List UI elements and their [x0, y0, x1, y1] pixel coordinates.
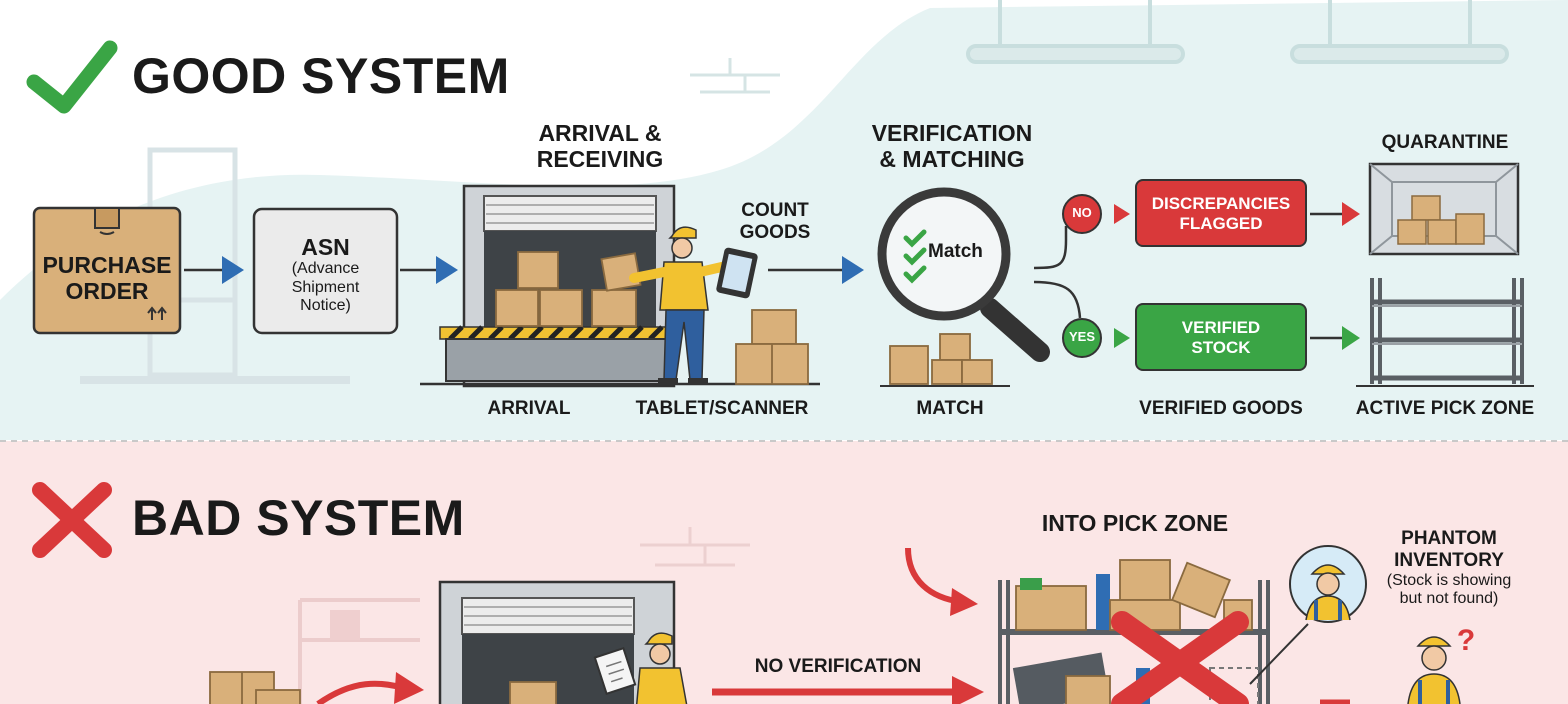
count-goods-label: COUNT GOODS [739, 200, 811, 243]
branch-yes-line [1033, 280, 1082, 319]
tablet-scanner-icon [716, 247, 758, 299]
caption-arrival: ARRIVAL [487, 398, 571, 419]
flow-arrowhead-count-verify [842, 256, 864, 284]
phantom-inventory-label: PHANTOM INVENTORY (Stock is showing but … [1386, 528, 1512, 608]
purchase-order-box [32, 206, 182, 335]
brick-decor [640, 58, 780, 567]
flow-arrowhead-pick-zone [1342, 326, 1360, 350]
pointer-line [1249, 623, 1309, 685]
flow-arrowhead-po-asn [222, 256, 244, 284]
yes-arrowhead [1114, 328, 1130, 348]
bad-incoming-boxes [209, 671, 301, 704]
bad-system-title: BAD SYSTEM [132, 490, 465, 546]
magnifier-icon [877, 187, 1050, 362]
worker-with-clipboard [593, 632, 688, 704]
purchase-order-label: PURCHASE ORDER [42, 252, 172, 305]
quarantine-cage [1368, 162, 1520, 256]
yes-badge [1062, 318, 1102, 358]
ceiling-lights [966, 0, 1509, 64]
phantom-worker-avatar [1289, 545, 1367, 623]
discrepancies-flagged-box [1135, 179, 1307, 247]
pick-zone-shelving [1356, 278, 1534, 387]
worker-with-tablet [629, 226, 731, 385]
checklist-icon [903, 229, 927, 284]
flow-arrowhead-asn-dock [436, 256, 458, 284]
caption-verified-goods: VERIFIED GOODS [1139, 398, 1303, 419]
flow-arrowhead-quarantine [1342, 202, 1360, 226]
faint-bad-shelf [298, 598, 420, 704]
x-mark-icon [32, 482, 112, 558]
verification-heading: VERIFICATION & MATCHING [871, 120, 1033, 173]
caption-active-pick-zone: ACTIVE PICK ZONE [1355, 398, 1535, 419]
no-verification-arrowhead [952, 676, 984, 704]
caption-match: MATCH [916, 398, 984, 419]
counted-boxes [735, 309, 809, 385]
no-verification-label: NO VERIFICATION [754, 656, 922, 677]
discrepancies-flagged-label: DISCREPANCIES FLAGGED [1151, 194, 1291, 233]
match-text: Match [928, 241, 983, 262]
verified-stock-box [1135, 303, 1307, 371]
quarantine-heading: QUARANTINE [1381, 132, 1509, 153]
confused-worker [1407, 636, 1461, 704]
checkmark-icon [26, 40, 118, 114]
branch-no-line [1033, 226, 1068, 270]
no-badge [1062, 194, 1102, 234]
bad-curved-arrowhead-2 [950, 588, 978, 616]
big-red-x-icon [1111, 611, 1249, 704]
yes-badge-label: YES [1068, 329, 1095, 344]
asn-card [252, 207, 399, 335]
asn-label: ASN (Advance Shipment Notice) [291, 234, 360, 315]
no-badge-label: NO [1072, 205, 1092, 220]
bad-curved-arrowhead-1 [394, 672, 424, 704]
arrival-receiving-heading: ARRIVAL & RECEIVING [536, 120, 664, 173]
question-mark-icon: ? [1456, 624, 1476, 657]
no-arrowhead [1114, 204, 1130, 224]
verified-stock-label: VERIFIED STOCK [1181, 318, 1261, 357]
good-system-title: GOOD SYSTEM [132, 48, 510, 104]
caption-tablet-scanner: TABLET/SCANNER [635, 398, 809, 419]
match-boxes [880, 333, 1010, 387]
into-pick-zone-heading: INTO PICK ZONE [1041, 510, 1229, 536]
